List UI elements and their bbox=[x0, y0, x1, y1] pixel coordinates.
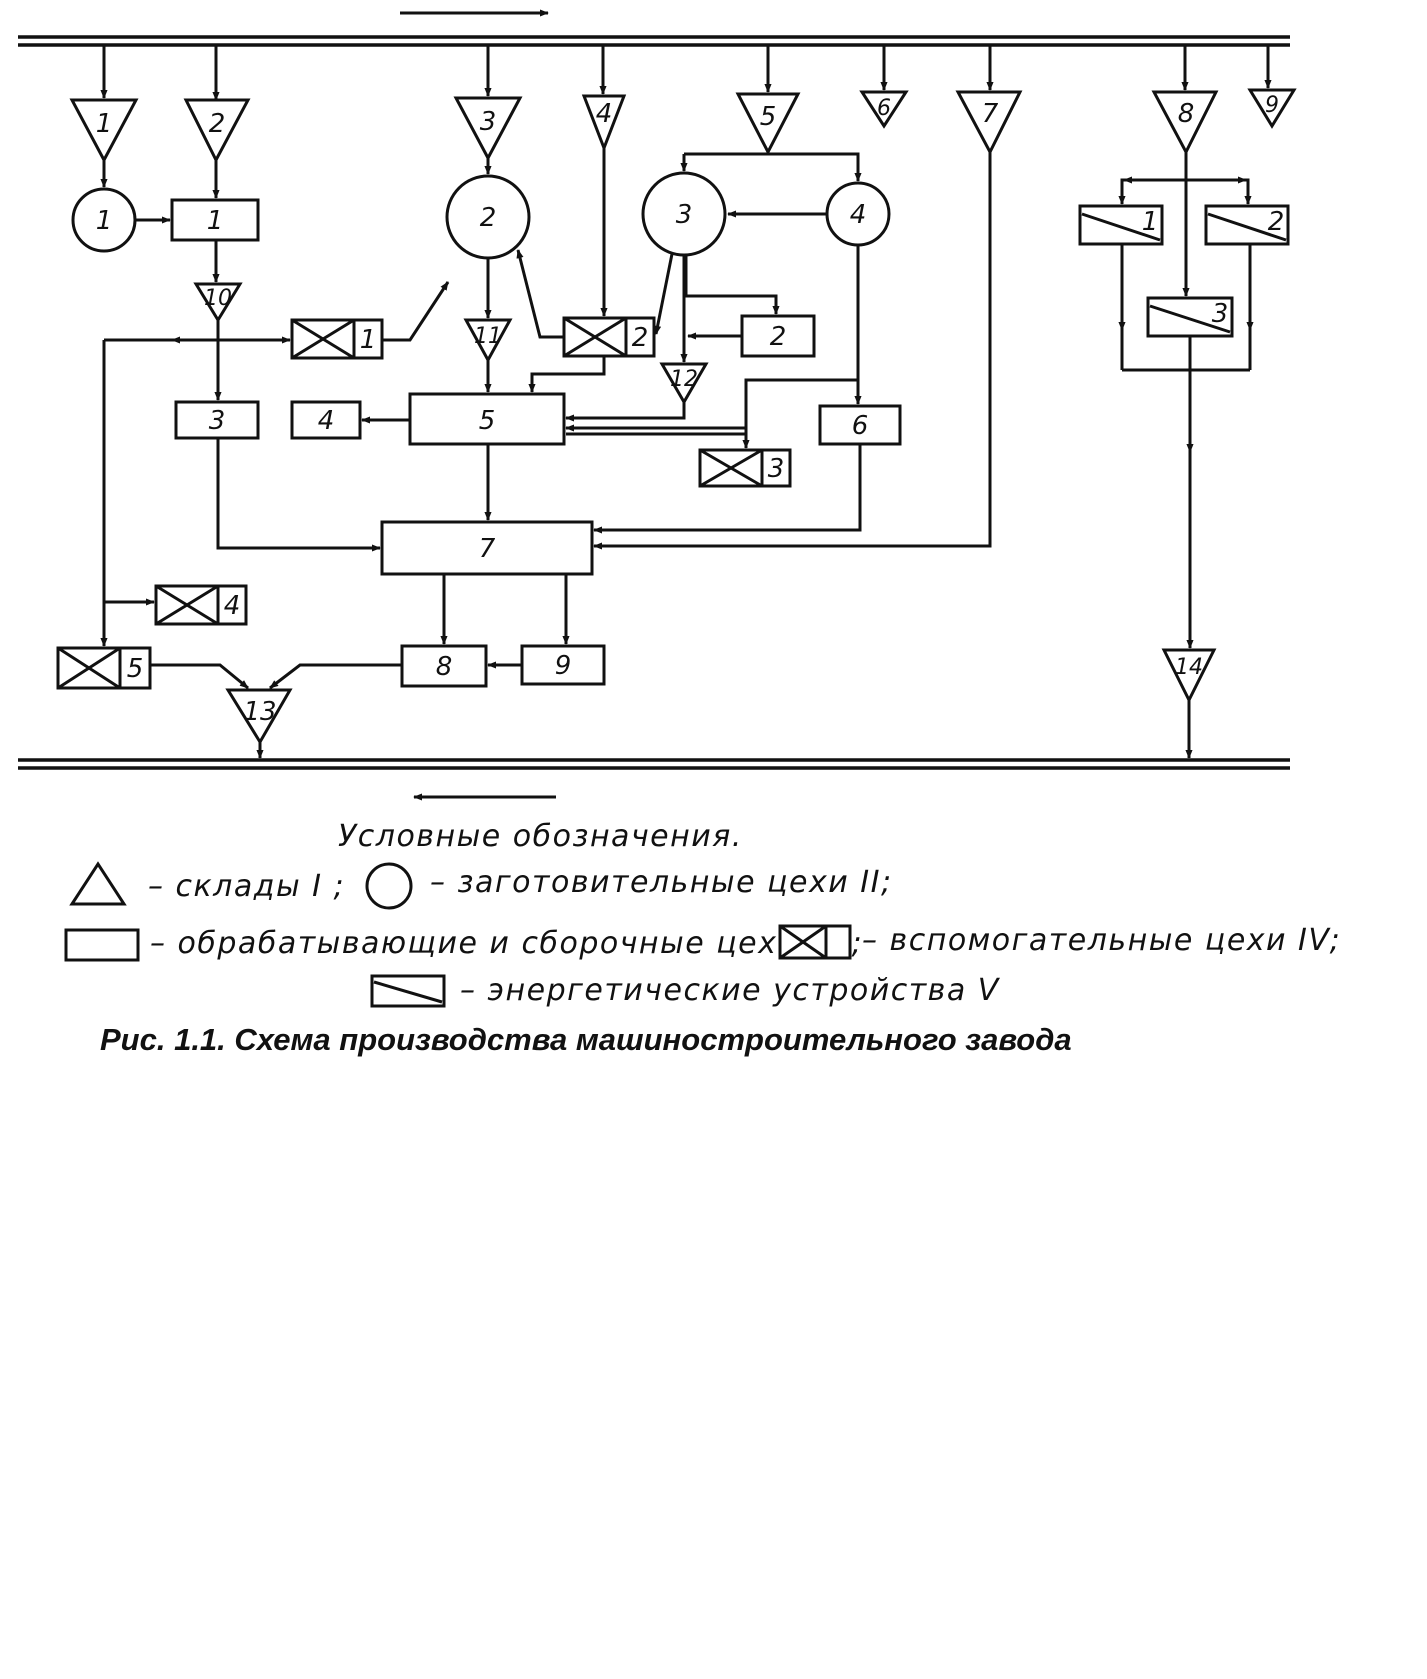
legend: Условные обозначения. – склады I ; – заг… bbox=[64, 819, 1341, 1008]
figure-caption: Рис. 1.1. Схема производства машинострои… bbox=[100, 1022, 1072, 1057]
warehouse-w2: 2 bbox=[183, 98, 251, 164]
warehouse-w11: 11 bbox=[463, 318, 513, 364]
svg-text:4: 4 bbox=[596, 99, 613, 129]
auxiliary-shop-a3: 3 bbox=[698, 448, 792, 488]
legend-warehouses: – склады I ; bbox=[148, 869, 345, 904]
svg-text:4: 4 bbox=[224, 591, 241, 621]
procurement-shop-c2: 2 bbox=[445, 174, 531, 260]
processing-shop-r2: 2 bbox=[740, 314, 816, 358]
svg-text:4: 4 bbox=[318, 406, 335, 436]
svg-text:2: 2 bbox=[770, 322, 787, 352]
svg-text:3: 3 bbox=[768, 454, 785, 484]
top-rail bbox=[18, 9, 1290, 47]
svg-text:3: 3 bbox=[480, 107, 497, 137]
flow-connections bbox=[100, 148, 1254, 759]
legend-energy: – энергетические устройства V bbox=[460, 973, 1001, 1008]
energy-device-e3: 3 bbox=[1146, 296, 1234, 338]
legend-procurement: – заготовительные цехи II; bbox=[430, 865, 893, 900]
auxiliary-shop-a5: 5 bbox=[56, 646, 152, 690]
procurement-shop-c3: 3 bbox=[641, 171, 727, 257]
legend-processing: – обрабатывающие и сборочные цехи III ; bbox=[150, 926, 863, 961]
warehouse-w6: 6 bbox=[859, 90, 909, 129]
svg-text:2: 2 bbox=[480, 203, 497, 233]
warehouse-w3: 3 bbox=[453, 96, 523, 162]
energy-device-e2: 2 bbox=[1204, 204, 1290, 246]
processing-shop-r5: 5 bbox=[408, 392, 566, 446]
svg-text:1: 1 bbox=[207, 206, 224, 236]
processing-shop-r3: 3 bbox=[174, 400, 260, 440]
svg-text:6: 6 bbox=[852, 411, 869, 441]
processing-shop-r8: 8 bbox=[400, 644, 488, 688]
procurement-shop-c1: 1 bbox=[71, 187, 137, 253]
bottom-rail bbox=[18, 758, 1290, 801]
svg-text:10: 10 bbox=[204, 286, 232, 311]
auxiliary-shop-a4: 4 bbox=[154, 584, 248, 626]
warehouse-w14: 14 bbox=[1161, 648, 1217, 704]
legend-auxiliary: – вспомогательные цехи IV; bbox=[862, 923, 1341, 958]
warehouse-w7: 7 bbox=[955, 90, 1023, 156]
processing-shop-r7: 7 bbox=[380, 520, 594, 576]
svg-text:2: 2 bbox=[209, 109, 226, 139]
svg-text:14: 14 bbox=[1175, 655, 1203, 680]
svg-text:13: 13 bbox=[243, 697, 276, 727]
auxiliary-shop-a2: 2 bbox=[562, 316, 656, 358]
svg-text:9: 9 bbox=[555, 651, 572, 681]
svg-text:1: 1 bbox=[1142, 207, 1159, 237]
svg-text:9: 9 bbox=[1265, 93, 1279, 118]
svg-text:4: 4 bbox=[850, 200, 867, 230]
processing-shop-r9: 9 bbox=[520, 644, 606, 686]
rail-drops bbox=[100, 45, 1272, 101]
svg-text:1: 1 bbox=[96, 109, 113, 139]
svg-text:3: 3 bbox=[209, 406, 226, 436]
legend-crossed-box-icon bbox=[778, 924, 852, 960]
legend-title: Условные обозначения. bbox=[338, 819, 743, 854]
svg-text:3: 3 bbox=[676, 200, 693, 230]
legend-rectangle-icon bbox=[64, 928, 140, 962]
svg-text:2: 2 bbox=[632, 323, 649, 353]
svg-text:7: 7 bbox=[479, 534, 496, 564]
energy-device-e1: 1 bbox=[1078, 204, 1164, 246]
warehouse-w5: 5 bbox=[735, 92, 801, 156]
legend-energy-box-icon bbox=[370, 974, 446, 1008]
auxiliary-shop-a1: 1 bbox=[290, 318, 384, 360]
warehouse-w4: 4 bbox=[581, 94, 627, 153]
procurement-shop-c4: 4 bbox=[825, 181, 891, 247]
warehouse-w12: 12 bbox=[659, 362, 709, 405]
svg-text:7: 7 bbox=[982, 99, 999, 129]
legend-circle-icon bbox=[365, 862, 413, 910]
processing-shop-r1: 1 bbox=[170, 198, 260, 242]
svg-text:11: 11 bbox=[474, 324, 502, 349]
svg-text:5: 5 bbox=[127, 654, 144, 684]
legend-triangle-icon bbox=[69, 861, 127, 906]
svg-text:8: 8 bbox=[436, 652, 453, 682]
svg-text:6: 6 bbox=[877, 96, 891, 121]
svg-text:3: 3 bbox=[1212, 299, 1229, 329]
svg-text:1: 1 bbox=[96, 206, 113, 236]
warehouse-w13: 13 bbox=[225, 688, 293, 745]
svg-text:5: 5 bbox=[760, 102, 777, 132]
svg-text:8: 8 bbox=[1178, 99, 1195, 129]
warehouse-w8: 8 bbox=[1151, 90, 1219, 156]
warehouse-w9: 9 bbox=[1247, 88, 1297, 129]
processing-shop-r6: 6 bbox=[818, 404, 902, 446]
warehouse-w1: 1 bbox=[69, 98, 139, 164]
svg-text:12: 12 bbox=[670, 367, 698, 392]
svg-text:2: 2 bbox=[1268, 207, 1285, 237]
processing-shop-r4: 4 bbox=[290, 400, 362, 440]
svg-text:5: 5 bbox=[479, 406, 496, 436]
svg-text:1: 1 bbox=[360, 325, 377, 355]
warehouse-w10: 10 bbox=[193, 282, 243, 323]
